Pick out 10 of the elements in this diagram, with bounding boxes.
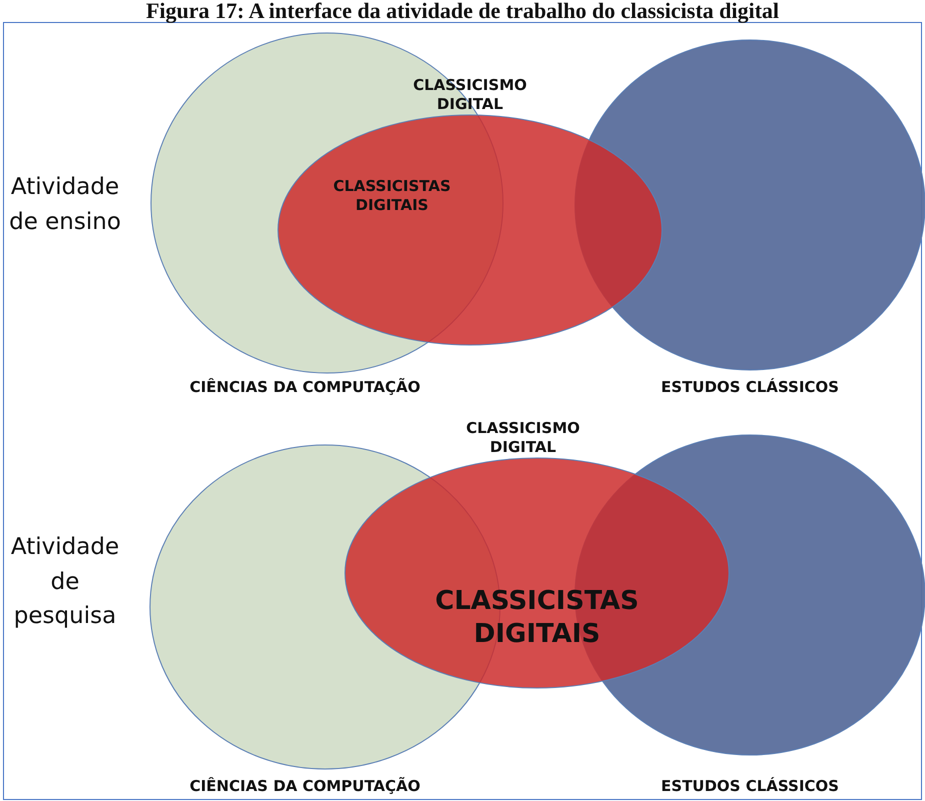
set-label: CLASSICISTAS DIGITAIS xyxy=(332,177,452,214)
set-label: CIÊNCIAS DA COMPUTAÇÃO xyxy=(188,378,422,397)
set-label: CLASSICISTAS DIGITAIS xyxy=(434,585,640,650)
row-label: Atividade de pesquisa xyxy=(10,533,120,631)
set-label: CLASSICISMO DIGITAL xyxy=(465,419,581,456)
set-label: ESTUDOS CLÁSSICOS xyxy=(660,378,840,397)
set-label: CIÊNCIAS DA COMPUTAÇÃO xyxy=(188,777,422,796)
figure-title: Figura 17: A interface da atividade de trabalho do classicista digital xyxy=(144,0,780,22)
set-label: ESTUDOS CLÁSSICOS xyxy=(660,777,840,796)
row-label: Atividade de ensino xyxy=(8,173,122,236)
